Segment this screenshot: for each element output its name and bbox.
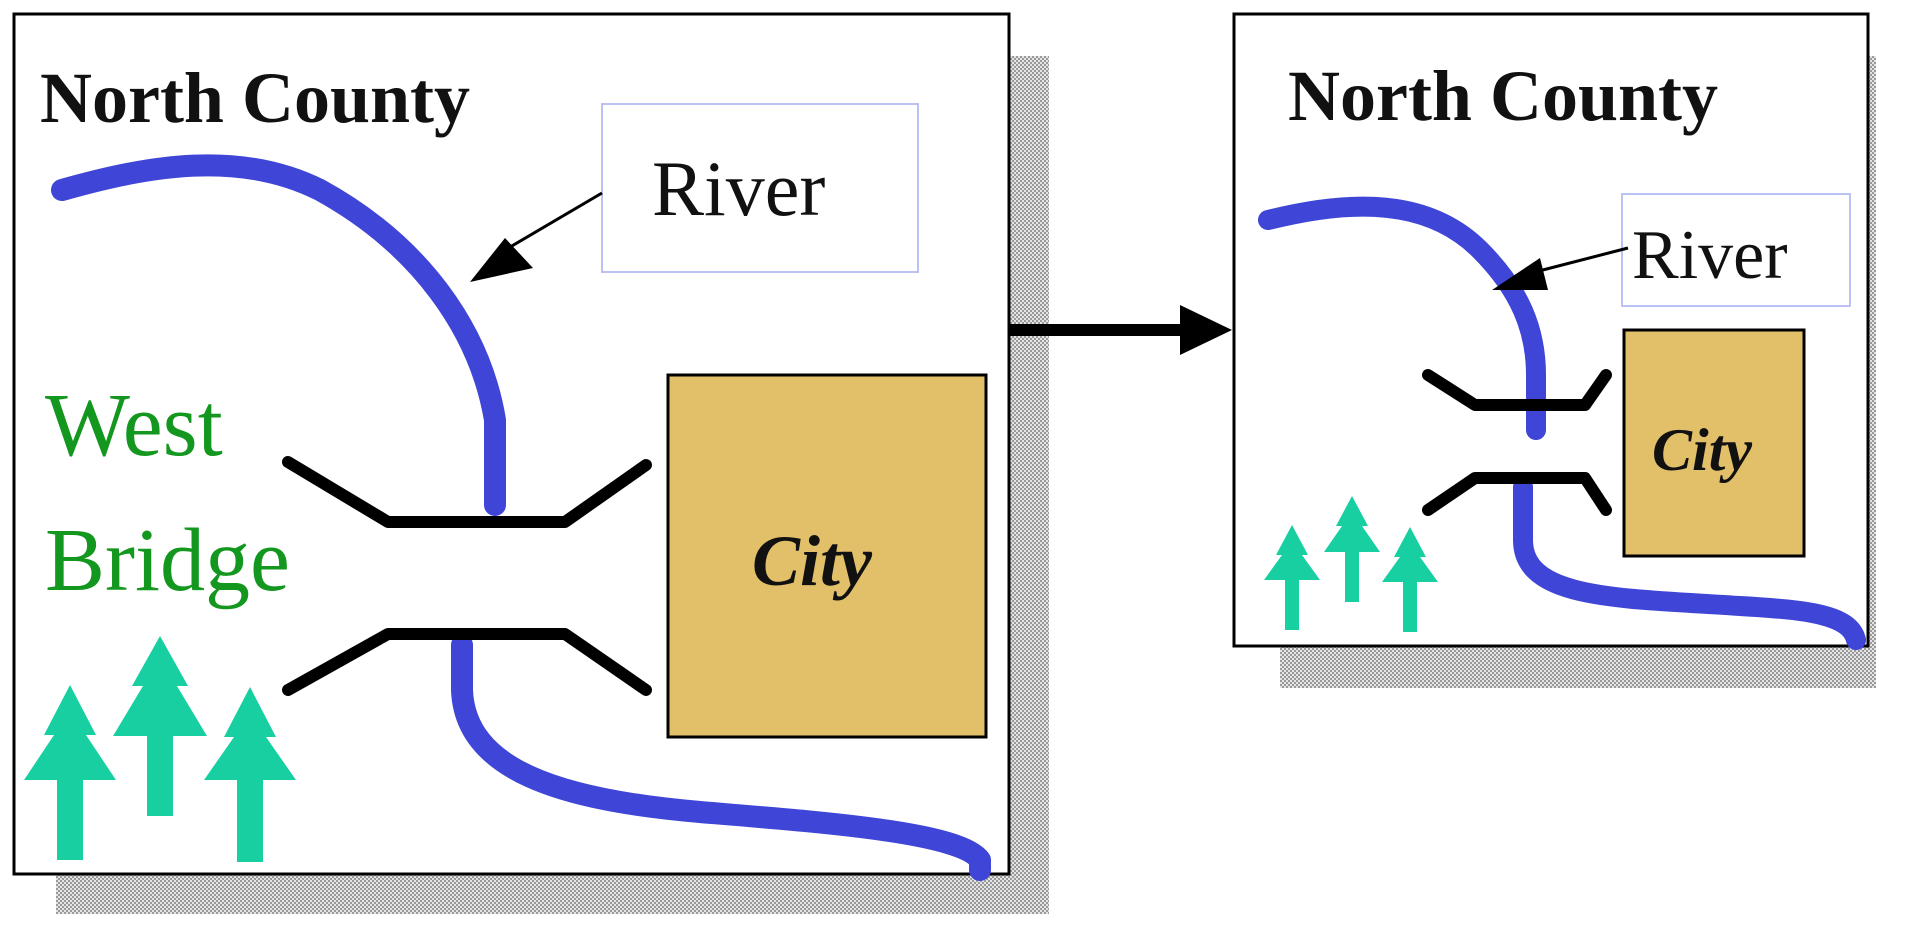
generalized-map: North County River City <box>1232 12 1876 688</box>
detailed-river-pointer <box>504 191 603 252</box>
generalized-river-pointer-arrowhead <box>1492 258 1548 290</box>
west-bridge-label-line2: Bridge <box>45 511 290 610</box>
tree-icon <box>113 636 207 816</box>
generalized-map-title: North County <box>1288 56 1718 136</box>
generalized-river-lower <box>1513 477 1866 650</box>
tree-icon <box>1264 525 1320 630</box>
tree-icon <box>1382 527 1438 632</box>
generalized-river-callout <box>1621 193 1851 307</box>
detailed-river-callout <box>601 103 919 273</box>
detailed-river-lower <box>451 634 991 881</box>
generalized-bridge <box>1422 369 1612 516</box>
detailed-river <box>51 154 506 516</box>
arrow-right-icon <box>1010 305 1232 355</box>
tree-icon <box>204 687 296 862</box>
detailed-river-pointer-arrowhead <box>470 238 533 282</box>
detailed-city-block <box>666 373 988 739</box>
generalized-river <box>1258 196 1546 440</box>
tree-icon <box>1324 496 1380 602</box>
detailed-bridge <box>282 456 652 696</box>
west-bridge-label: West Bridge <box>45 376 290 610</box>
west-bridge-label-line1: West <box>45 376 223 475</box>
generalized-river-label: River <box>1632 217 1788 294</box>
detailed-river-label: River <box>652 145 825 232</box>
detailed-city-label: City <box>752 521 873 601</box>
detailed-map-title: North County <box>40 58 470 138</box>
tree-icon <box>24 685 116 860</box>
generalized-city-block <box>1622 328 1806 558</box>
generalized-city-label: City <box>1652 417 1752 483</box>
detailed-map: North County River City West Bridge <box>12 12 1049 914</box>
generalized-river-pointer <box>1534 246 1629 274</box>
